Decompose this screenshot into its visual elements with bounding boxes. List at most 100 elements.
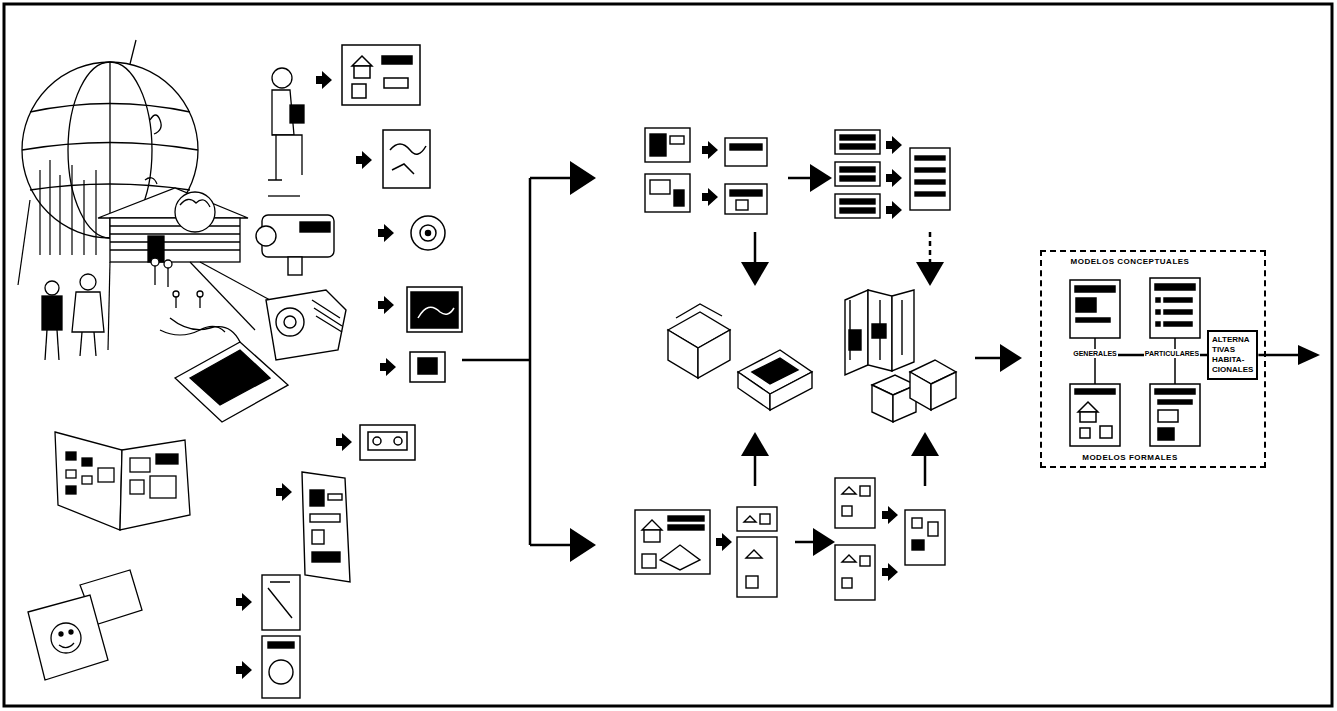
model-documents [1094,338,1096,384]
open-book [66,452,76,460]
lower-sheets [744,516,756,522]
seated-person [272,68,292,88]
open-book [150,476,176,498]
upper-sheets [730,144,762,150]
model-documents [1070,280,1120,338]
cassette [368,432,407,450]
newsletter [310,514,340,522]
model-documents [1070,278,1200,446]
book [262,575,300,630]
small-arrow [316,71,332,89]
open-book [66,486,76,494]
small-arrow [882,563,898,581]
open-book [66,470,76,478]
disc [411,216,445,250]
slide [418,358,437,374]
frame-heading: MODELOS CONCEPTUALES [1069,257,1192,267]
model-documents [1075,389,1115,394]
disc [420,225,436,241]
people [45,281,59,295]
plan-sheet [384,78,408,88]
row-arrows [810,164,832,192]
people [80,332,82,356]
model-documents [1158,400,1192,404]
lower-sheets [746,576,758,588]
people [42,296,62,330]
book [268,582,292,618]
lower-sheets [746,550,762,558]
lower-sheets [642,520,662,530]
row-arrows [813,528,835,556]
globe [30,184,190,190]
upper-sheets [840,167,875,172]
small-arrow [378,296,394,314]
people [199,297,200,308]
sketch-sheet [390,144,426,174]
booklet [262,636,300,698]
smoke-lines [83,180,84,255]
slide [410,352,445,382]
branch-line [462,359,530,362]
row-arrows [975,357,1002,360]
seated-person [290,105,304,123]
branch-line [530,544,572,547]
upper-sheets [725,138,767,166]
machines [676,304,722,318]
log-cabin [110,218,240,262]
booklet [262,636,300,698]
booklet [269,660,293,684]
newsletter [328,494,342,500]
book [262,575,300,630]
small-arrow [380,358,396,376]
frame [4,4,1332,706]
photograph [411,292,458,328]
model-documents [1155,284,1195,290]
sketch-sheet [383,130,430,188]
model-documents [1156,310,1160,314]
cassette [373,437,381,445]
upper-sheets [835,162,880,186]
plan-sheet [342,45,420,105]
row-arrows [911,432,939,456]
file-boxes [910,372,931,410]
open-book [130,458,150,472]
open-book [55,432,122,530]
dashed-frame: MODELOS CONCEPTUALESMODELOS FORMALESALTE… [1040,250,1266,468]
small-arrow [886,136,902,154]
globe [130,40,136,64]
small-arrow [882,506,898,524]
plan-sheet [342,45,420,105]
ground [108,262,110,350]
lower-sheets [842,555,856,562]
magazines [59,643,74,648]
lower-sheets [905,510,945,565]
small-arrow [886,169,902,187]
ground [160,326,225,335]
log-cabin [110,233,240,234]
people [94,332,96,356]
globe [30,104,190,113]
row-arrows [795,541,815,544]
people [164,260,172,268]
smoke-lines [18,160,96,285]
smoke-lines [95,170,96,255]
sketch-sheet [383,130,430,188]
upper-sheets [915,180,945,184]
people [175,297,176,308]
upper-sheets [650,180,670,194]
model-documents [1164,322,1192,326]
smoke-lines [49,160,50,255]
small-arrow [236,661,252,679]
branch-line [570,528,596,562]
file-boxes [845,290,956,422]
lower-sheets [842,506,852,516]
model-documents [1156,322,1160,326]
model-documents [1164,310,1192,314]
photo-camera [284,316,296,328]
photo-camera [266,290,346,360]
lower-sheets [912,540,924,550]
magazines [69,630,73,634]
plan-sheet [352,84,366,98]
row-arrows [754,454,757,486]
lower-sheets [660,545,700,570]
